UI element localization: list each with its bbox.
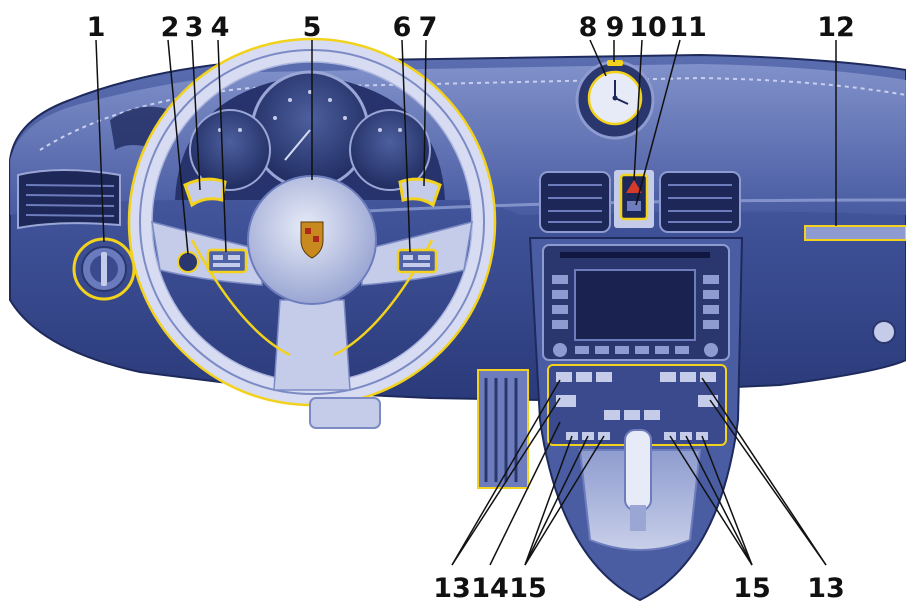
sport-chrono-clock <box>575 60 655 140</box>
callout-1: 1 <box>87 12 106 43</box>
central-locking-button <box>627 201 641 211</box>
callout-13-right: 13 <box>807 573 845 604</box>
callouts-bottom: 13 14 15 15 13 <box>433 573 845 604</box>
left-air-vent <box>17 169 121 230</box>
callout-2: 2 <box>161 12 180 43</box>
glove-box-handle <box>804 225 906 241</box>
callout-6: 6 <box>393 12 412 43</box>
pcm-screen <box>574 269 696 341</box>
hazard-warning-icon <box>626 180 642 193</box>
callout-leader-lines <box>95 39 837 566</box>
callout-4: 4 <box>211 12 230 43</box>
callout-11: 11 <box>669 12 707 43</box>
center-console <box>528 237 744 602</box>
left-shift-paddle <box>183 177 227 208</box>
callout-7: 7 <box>419 12 438 43</box>
left-spoke-buttons <box>206 248 248 274</box>
callout-14: 14 <box>471 573 509 604</box>
gear-selector <box>624 429 652 511</box>
callout-9: 9 <box>606 12 625 43</box>
callouts-top: 1 2 3 4 5 6 7 8 9 10 11 12 <box>87 12 855 43</box>
instrument-cluster <box>175 70 445 200</box>
dashboard-seam <box>39 76 906 151</box>
callout-8: 8 <box>579 12 598 43</box>
light-switch <box>72 237 136 301</box>
callout-3: 3 <box>185 12 204 43</box>
passenger-dash-knob <box>872 320 896 344</box>
light-sensor <box>607 60 623 66</box>
right-spoke-buttons <box>396 248 438 274</box>
callout-12: 12 <box>817 12 855 43</box>
callout-5: 5 <box>303 12 322 43</box>
center-air-vents <box>539 170 741 233</box>
callout-13-left: 13 <box>433 573 471 604</box>
cd-slot <box>560 252 710 258</box>
callout-10: 10 <box>629 12 667 43</box>
ignition-lock <box>177 251 199 273</box>
callout-15-left: 15 <box>509 573 547 604</box>
right-shift-paddle <box>398 177 442 208</box>
callout-15-right: 15 <box>733 573 771 604</box>
